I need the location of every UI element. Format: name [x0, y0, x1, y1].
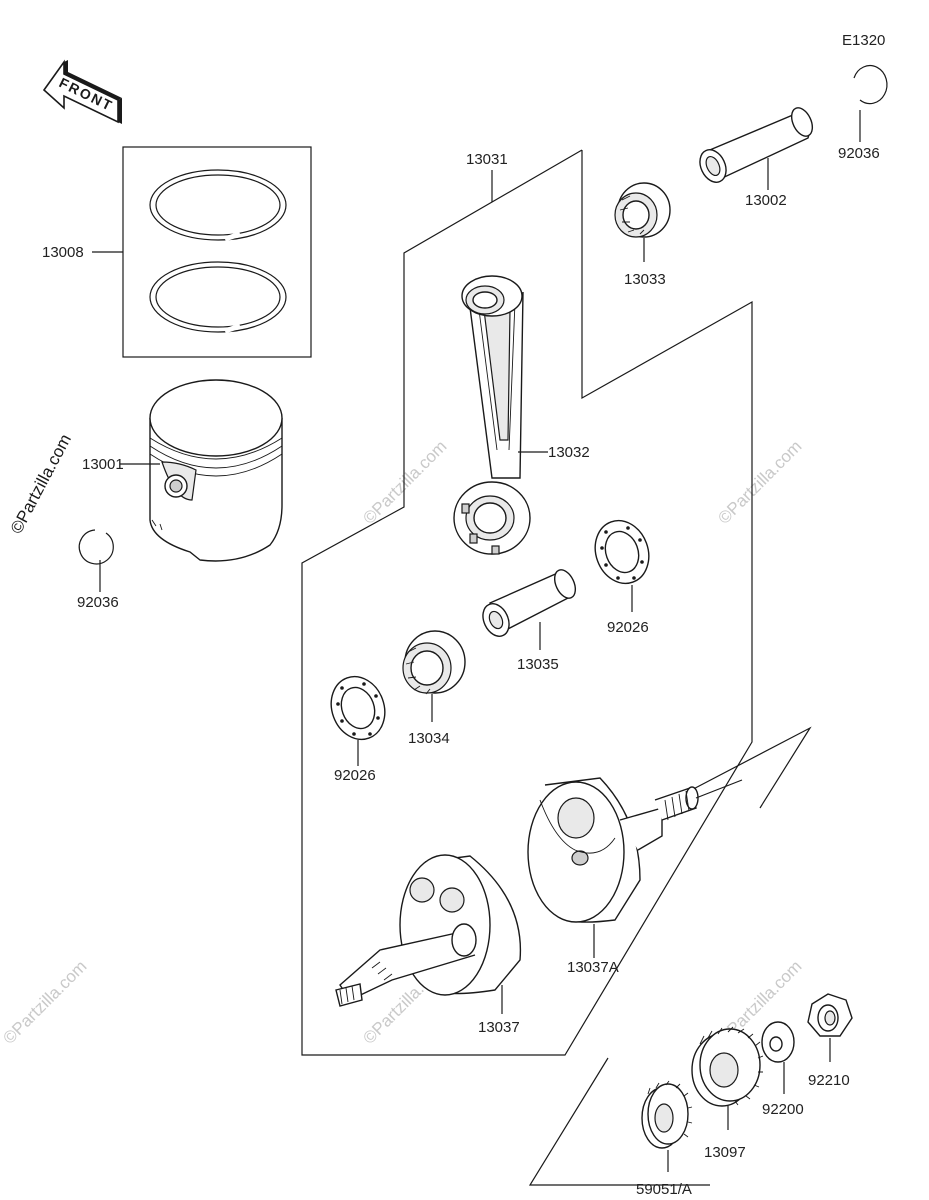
label-gear-large: 13097 [704, 1144, 746, 1161]
clip-right [853, 65, 888, 105]
label-washer-right: 92026 [607, 619, 649, 636]
label-crank-assy: 13031 [466, 151, 508, 168]
watermark: ©Partzilla.com [359, 437, 450, 528]
big-end-bearing [402, 630, 466, 695]
flange-nut [807, 993, 853, 1037]
label-clip-right: 92036 [838, 145, 880, 162]
label-clip-left: 92036 [77, 594, 119, 611]
label-crank-pin: 13035 [517, 656, 559, 673]
explode-line [679, 726, 812, 809]
label-small-bearing: 13033 [624, 271, 666, 288]
clip-left [78, 529, 114, 565]
flywheel-right [527, 777, 743, 923]
label-big-bearing: 13034 [408, 730, 450, 747]
label-rings: 13008 [42, 244, 84, 261]
washer-right [594, 519, 650, 585]
piston-rings [122, 146, 312, 358]
label-gear-small: 59051/A [636, 1181, 692, 1198]
gear-large [691, 1026, 764, 1107]
label-flywheel-right: 13037A [567, 959, 619, 976]
watermark: ©Partzilla.com [714, 437, 805, 528]
watermark: ©Partzilla.com [0, 957, 90, 1048]
piston-pin [699, 107, 814, 183]
piston [149, 379, 283, 562]
label-plain-washer: 92200 [762, 1101, 804, 1118]
diagram-code: E1320 [842, 32, 885, 49]
plain-washer [761, 1021, 795, 1063]
label-nut: 92210 [808, 1072, 850, 1089]
washer-left [330, 675, 386, 741]
label-piston-pin: 13002 [745, 192, 787, 209]
label-piston: 13001 [82, 456, 124, 473]
crank-pin [482, 569, 577, 637]
label-conrod: 13032 [548, 444, 590, 461]
explode-line [528, 1057, 710, 1186]
gear-small [641, 1080, 693, 1149]
flywheel-left [335, 854, 522, 1007]
copyright-watermark: ©Partzilla.com [7, 431, 75, 537]
connecting-rod [453, 275, 531, 555]
small-end-bearing [614, 182, 671, 238]
label-flywheel-left: 13037 [478, 1019, 520, 1036]
label-washer-left: 92026 [334, 767, 376, 784]
front-arrow-icon: FRONT [42, 59, 122, 124]
assembly-boundary [301, 149, 753, 1056]
